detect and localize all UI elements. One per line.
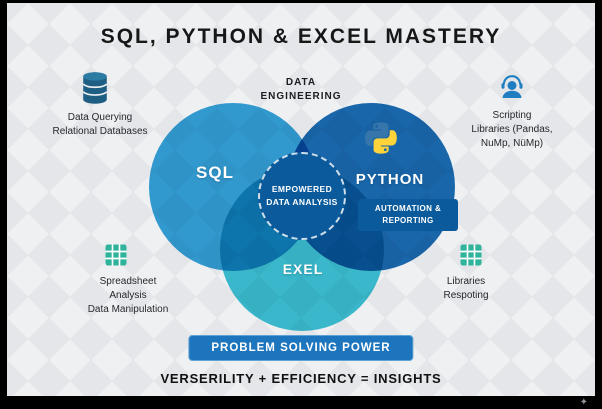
problem-solving-power-badge: PROBLEM SOLVING POWER (188, 335, 414, 361)
automation-reporting-label: AUTOMATION & REPORTING (358, 199, 458, 231)
infographic-canvas: SQL, PYTHON & EXCEL MASTERY DATA ENGINEE… (7, 3, 595, 396)
footer-tagline: VERSERILITY + EFFICIENCY = INSIGHTS (160, 371, 442, 386)
data-engineering-label: DATA ENGINEERING (260, 77, 342, 102)
support-person-icon (497, 73, 527, 108)
spreadsheet-icon (457, 241, 485, 274)
python-logo-icon (364, 121, 398, 160)
page-title: SQL, PYTHON & EXCEL MASTERY (100, 25, 502, 48)
python-label: PYTHON (355, 171, 425, 188)
callout-top-right: Scripting Libraries (Pandas, NuMp, NüMp) (471, 110, 553, 149)
database-icon (79, 71, 111, 110)
callout-top-left: Data Querying Relational Databases (52, 112, 148, 137)
sparkle-icon: ✦ (579, 397, 588, 408)
callout-bottom-left: Spreadsheet Analysis Data Manipulation (87, 276, 169, 315)
spreadsheet-icon (102, 241, 130, 274)
sql-label: SQL (196, 163, 234, 182)
callout-bottom-right: Libraries Respoting (443, 276, 489, 301)
venn-center-empowered-data-analysis: EMPOWERED DATA ANALYSIS (258, 152, 346, 240)
excel-label: EXEL (282, 261, 324, 277)
